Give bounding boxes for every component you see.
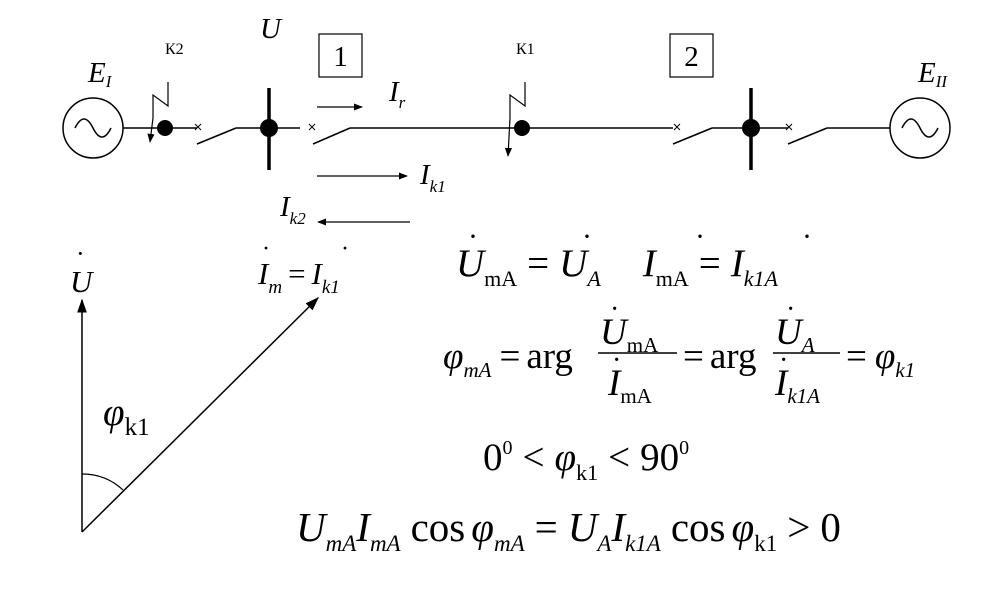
bus-node-left (260, 119, 278, 137)
breaker-1-icon (194, 123, 237, 145)
eq2-lhs: φmA=arg (443, 336, 573, 382)
bus-node-right (742, 119, 760, 137)
breaker-2-icon (308, 123, 351, 145)
eq2-frac2-num: UA (775, 312, 815, 357)
dot-mark: · (76, 239, 85, 268)
phasor-im-equation: Im=Ik1 (257, 256, 340, 298)
relay-2-label: 2 (684, 41, 699, 73)
dot-mark: · (468, 220, 478, 253)
eq2-frac1-num: UmA (600, 312, 659, 357)
dot-mark: · (262, 236, 270, 262)
dot-mark: · (779, 345, 788, 376)
dot-mark: · (695, 220, 705, 253)
current-ik1-label: Ik1 (419, 159, 446, 196)
eq2-mid: =arg (683, 336, 756, 377)
relay-1-box (318, 33, 363, 78)
relay-2-box (669, 33, 714, 78)
current-ir-label: Ir (388, 76, 406, 112)
fault-k2-label: К2 (165, 41, 184, 58)
source-left-icon (62, 97, 124, 159)
fault-k1-label: К1 (516, 41, 535, 58)
eq2-rhs: =φk1 (846, 336, 915, 382)
dot-mark: · (610, 294, 619, 325)
source-right-icon (889, 97, 951, 159)
relay-1-label: 1 (333, 41, 348, 73)
source-left-label: EI (87, 57, 113, 91)
fault-k2-lightning-icon (147, 82, 169, 143)
eq2-frac1-den: ImA (607, 363, 653, 408)
fault-k1-lightning-icon (504, 82, 526, 157)
dot-mark: · (582, 220, 592, 253)
phasor-im-arrow (81, 297, 319, 533)
dot-mark: · (786, 294, 795, 325)
fault-node-k1 (514, 120, 530, 136)
current-ik2-label: Ik2 (279, 191, 306, 228)
dot-mark: · (341, 236, 349, 262)
bus-voltage-label: U (260, 13, 283, 45)
phasor-u-label: U (70, 264, 95, 299)
source-right-label: EII (917, 57, 948, 91)
breaker-4-icon (785, 123, 828, 145)
equation-2: φmA=arg UmA · ImA · =arg UA · Ik1A · =φk… (443, 294, 915, 408)
phasor-angle-label: φk1 (103, 391, 150, 441)
breaker-3-icon (672, 123, 713, 145)
fault-node-k2 (157, 120, 173, 136)
dot-mark: · (802, 220, 812, 253)
eq2-frac2-den: Ik1A (774, 363, 820, 408)
power-line-schematic (62, 88, 951, 170)
phasor-angle-arc (81, 473, 124, 491)
dot-mark: · (612, 345, 621, 376)
equation-3: 00<φk1<900 (483, 436, 689, 485)
phasor-diagram: U · Im=Ik1 · · φk1 (70, 236, 349, 533)
